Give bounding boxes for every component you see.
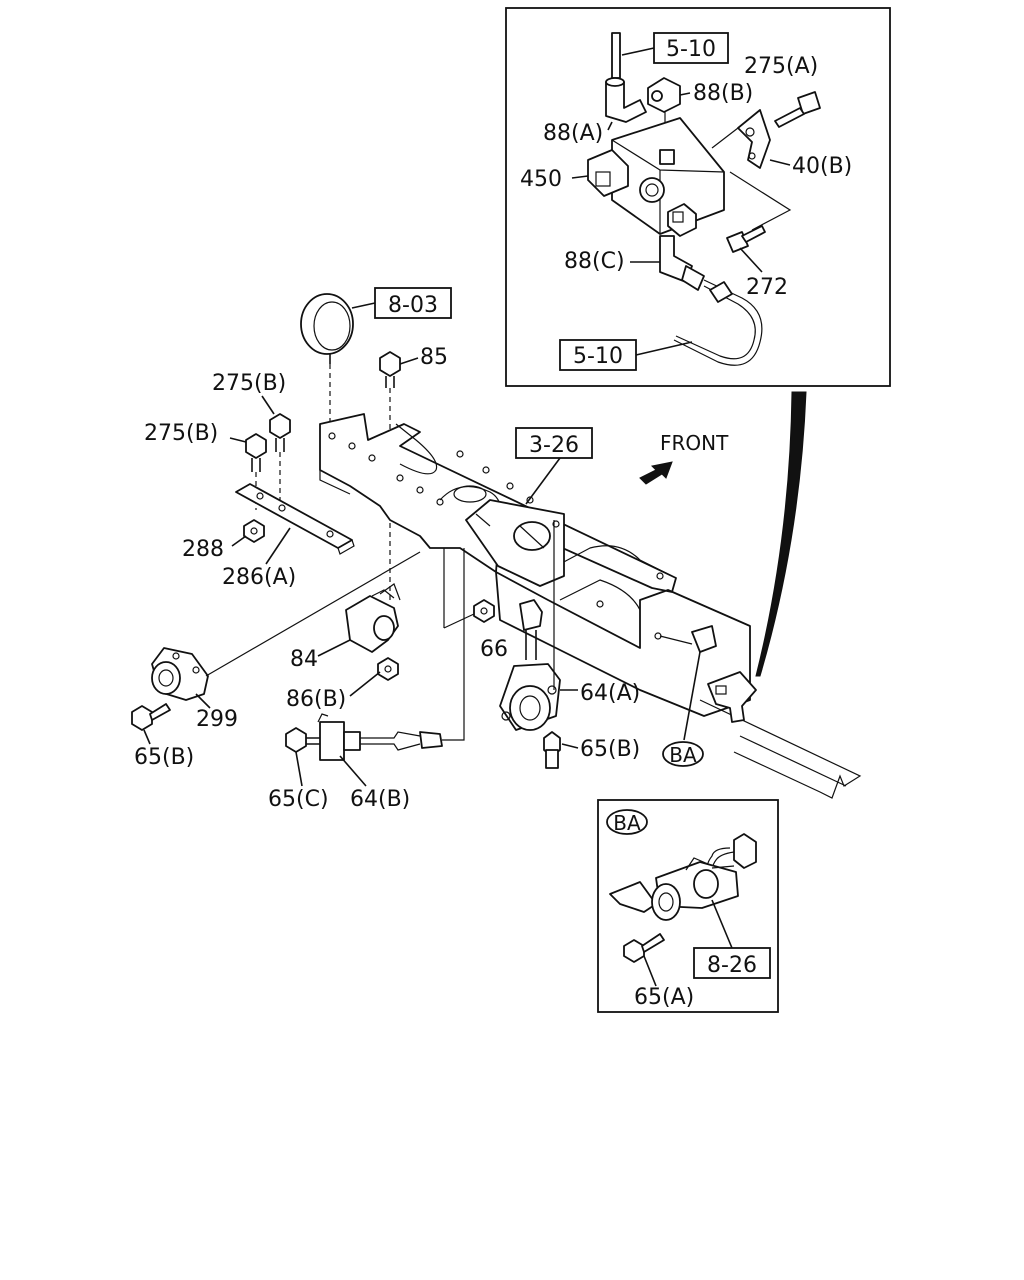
ref-5-10-top: 5-10 <box>666 37 716 62</box>
callout-ba-bubble <box>662 741 704 767</box>
ref-8-03: 8-03 <box>388 293 438 318</box>
bracket-40b <box>711 109 771 169</box>
ref-box-5-10-top <box>653 32 729 64</box>
bolt-65b-left <box>131 703 171 731</box>
label-299: 299 <box>196 707 238 732</box>
bolt-65b-right <box>543 731 561 769</box>
bolt-65a <box>623 933 665 963</box>
label-64b: 64(B) <box>350 787 410 812</box>
gauge-8-03 <box>300 293 354 430</box>
actuator-64a <box>499 599 561 731</box>
nut-86b <box>377 657 399 681</box>
clamp-84 <box>345 583 401 653</box>
elbow-fitting-88a <box>605 77 647 123</box>
nut-288 <box>243 519 265 543</box>
bolt-275a <box>774 91 821 128</box>
connector-block <box>707 671 757 723</box>
label-275b-a: 275(B) <box>212 371 286 396</box>
label-286a: 286(A) <box>222 565 296 590</box>
label-65c: 65(C) <box>268 787 329 812</box>
label-84: 84 <box>290 647 318 672</box>
ref-box-8-03 <box>374 287 452 319</box>
label-66: 66 <box>480 637 508 662</box>
inset-tag-bubble <box>606 809 648 835</box>
label-88a: 88(A) <box>543 121 603 146</box>
bolt-85 <box>379 351 401 600</box>
callout-ba: BA <box>669 743 697 767</box>
nut-66 <box>473 599 495 623</box>
front-label: FRONT <box>660 431 729 455</box>
inset-sensor-body <box>609 857 739 921</box>
label-64a: 64(A) <box>580 681 640 706</box>
label-65b-left: 65(B) <box>134 745 194 770</box>
elbow-fitting-88c <box>659 235 705 291</box>
label-86b: 86(B) <box>286 687 346 712</box>
ref-box-3-26 <box>515 427 593 459</box>
label-65a: 65(A) <box>634 985 694 1010</box>
frame-crossmember <box>319 413 751 717</box>
cable-64b <box>285 713 443 761</box>
ref-3-26: 3-26 <box>529 433 579 458</box>
label-275b-b: 275(B) <box>144 421 218 446</box>
ref-5-10-bottom: 5-10 <box>573 344 623 369</box>
plate-286a <box>235 483 355 555</box>
bolt-275b-a <box>269 413 291 510</box>
top-inset: 5-10 88(A) 88(B) 275(A) <box>505 7 891 387</box>
label-65b-right: 65(B) <box>580 737 640 762</box>
ref-8-26: 8-26 <box>707 953 757 978</box>
front-arrow-icon <box>639 461 673 485</box>
bottom-inset-ba: BA 65(A) 8-26 <box>597 799 779 1013</box>
ref-box-5-10-bottom <box>559 339 637 371</box>
inset-tag-ba: BA <box>613 811 641 835</box>
bolt-275b-b <box>245 433 267 510</box>
label-272: 272 <box>746 275 788 300</box>
label-288: 288 <box>182 537 224 562</box>
sensor-299 <box>151 647 209 701</box>
main-assembly: 8-03 85 275(B) 275(B) <box>131 287 862 812</box>
label-275a: 275(A) <box>744 54 818 79</box>
bracket-3-26 <box>465 499 565 587</box>
label-450: 450 <box>520 167 562 192</box>
label-85: 85 <box>420 345 448 370</box>
valve-block-450 <box>587 117 725 237</box>
bolt-272 <box>726 225 766 253</box>
frame-sensor <box>654 625 717 653</box>
label-88b: 88(B) <box>693 81 753 106</box>
label-88c: 88(C) <box>564 249 625 274</box>
label-40b: 40(B) <box>792 154 852 179</box>
